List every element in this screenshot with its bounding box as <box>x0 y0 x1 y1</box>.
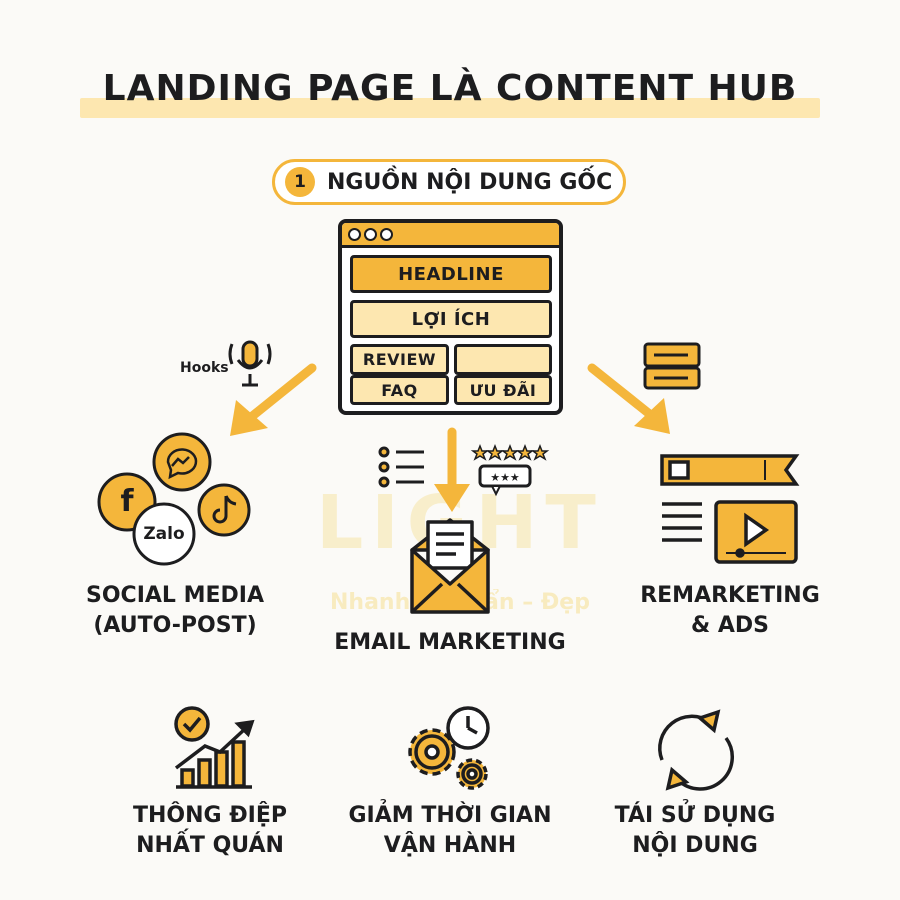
star-rating-icon: ★★★ <box>470 443 550 497</box>
offer-block: ƯU ĐÃI <box>454 375 552 405</box>
step-number-badge: 1 <box>285 167 315 197</box>
blank-block <box>454 344 552 375</box>
remarketing-subtitle: & ADS <box>691 613 769 638</box>
reduce-time-line2: VẬN HÀNH <box>383 833 517 858</box>
window-dot-icon <box>380 228 393 241</box>
reduce-time-line1: GIẢM THỜI GIAN <box>348 803 552 828</box>
social-media-subtitle: (AUTO-POST) <box>93 613 257 638</box>
email-marketing-label: EMAIL MARKETING <box>334 630 566 655</box>
arrow-down-icon <box>434 427 470 512</box>
zalo-icon <box>132 502 196 566</box>
faq-block: FAQ <box>350 375 449 405</box>
reuse-content-line1: TÁI SỬ DỤNG <box>614 803 776 828</box>
checklist-icon <box>378 446 424 488</box>
title-highlight <box>80 98 820 118</box>
svg-text:★★★: ★★★ <box>490 471 520 484</box>
consistent-message-label: THÔNG ĐIỆP NHẤT QUÁN <box>90 801 330 861</box>
envelope-icon <box>410 518 490 614</box>
reuse-content-label: TÁI SỬ DỤNG NỘI DUNG <box>580 801 810 861</box>
ads-video-icon <box>660 454 800 564</box>
consistent-message-line1: THÔNG ĐIỆP <box>132 803 288 828</box>
growth-chart-icon <box>174 706 255 789</box>
microphone-icon <box>228 340 272 387</box>
chat-bubbles-icon <box>643 342 701 390</box>
arrow-right-icon <box>587 363 670 434</box>
remarketing-title: REMARKETING <box>640 583 820 608</box>
consistent-message-line2: NHẤT QUÁN <box>136 833 284 858</box>
benefit-block: LỢI ÍCH <box>350 300 552 338</box>
reuse-cycle-icon <box>658 709 734 791</box>
messenger-icon <box>152 432 212 492</box>
facebook-letter: f <box>120 484 134 519</box>
gears-clock-icon <box>408 706 490 790</box>
arrow-left-icon <box>230 363 317 436</box>
window-dot-icon <box>364 228 377 241</box>
source-pill: 1 NGUỒN NỘI DUNG GỐC <box>272 159 626 205</box>
page-title: LANDING PAGE LÀ CONTENT HUB <box>102 68 798 109</box>
landing-page-window: HEADLINE LỢI ÍCH REVIEW FAQ ƯU ĐÃI <box>338 219 563 415</box>
remarketing-label: REMARKETING & ADS <box>610 581 850 641</box>
review-block: REVIEW <box>350 344 449 375</box>
headline-block: HEADLINE <box>350 255 552 293</box>
reduce-time-label: GIẢM THỜI GIAN VẬN HÀNH <box>320 801 580 861</box>
social-media-title: SOCIAL MEDIA <box>86 583 264 608</box>
browser-titlebar <box>342 223 559 248</box>
zalo-label: Zalo <box>143 524 185 544</box>
hooks-label: Hooks <box>180 360 229 376</box>
social-media-label: SOCIAL MEDIA (AUTO-POST) <box>60 581 290 641</box>
source-label: NGUỒN NỘI DUNG GỐC <box>327 169 613 195</box>
reuse-content-line2: NỘI DUNG <box>632 833 758 858</box>
tiktok-icon <box>197 483 251 537</box>
window-dot-icon <box>348 228 361 241</box>
